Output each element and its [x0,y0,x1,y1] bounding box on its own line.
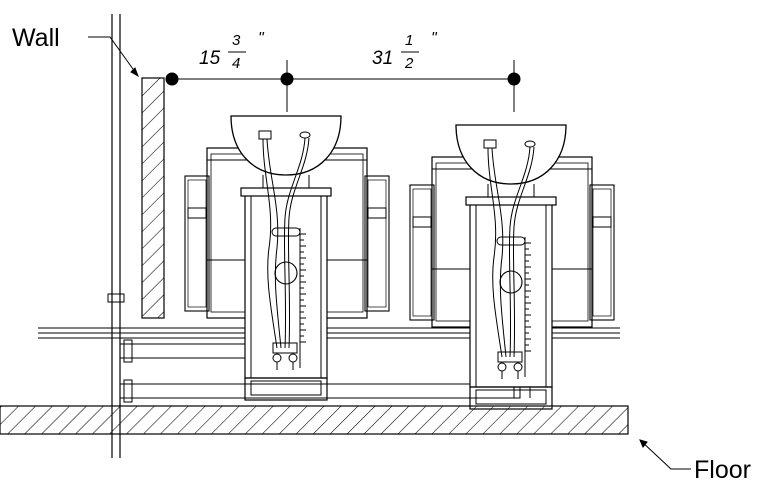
svg-text:31: 31 [372,48,393,69]
dimension-line [165,60,521,112]
wall-leader [88,36,139,77]
shampoo-unit-2 [409,124,615,410]
wall-label: Wall [12,24,60,52]
dimension-dot [165,72,179,86]
svg-text:1: 1 [405,32,413,49]
dimension-text-2: 31 1 2 " [372,30,438,72]
svg-text:": " [431,30,438,47]
svg-text:": " [258,30,265,47]
wall-panel [141,77,165,319]
floor-leader [639,439,691,470]
dimension-dot [280,72,294,86]
svg-text:4: 4 [232,55,240,72]
svg-text:3: 3 [232,32,241,49]
floor-slab [0,405,629,435]
floor-label: Floor [694,456,751,484]
shampoo-unit-1 [184,115,390,401]
dimension-text-1: 15 3 4 " [199,30,265,72]
dimension-dot [507,72,521,86]
svg-text:15: 15 [199,48,221,69]
svg-text:2: 2 [404,55,414,72]
